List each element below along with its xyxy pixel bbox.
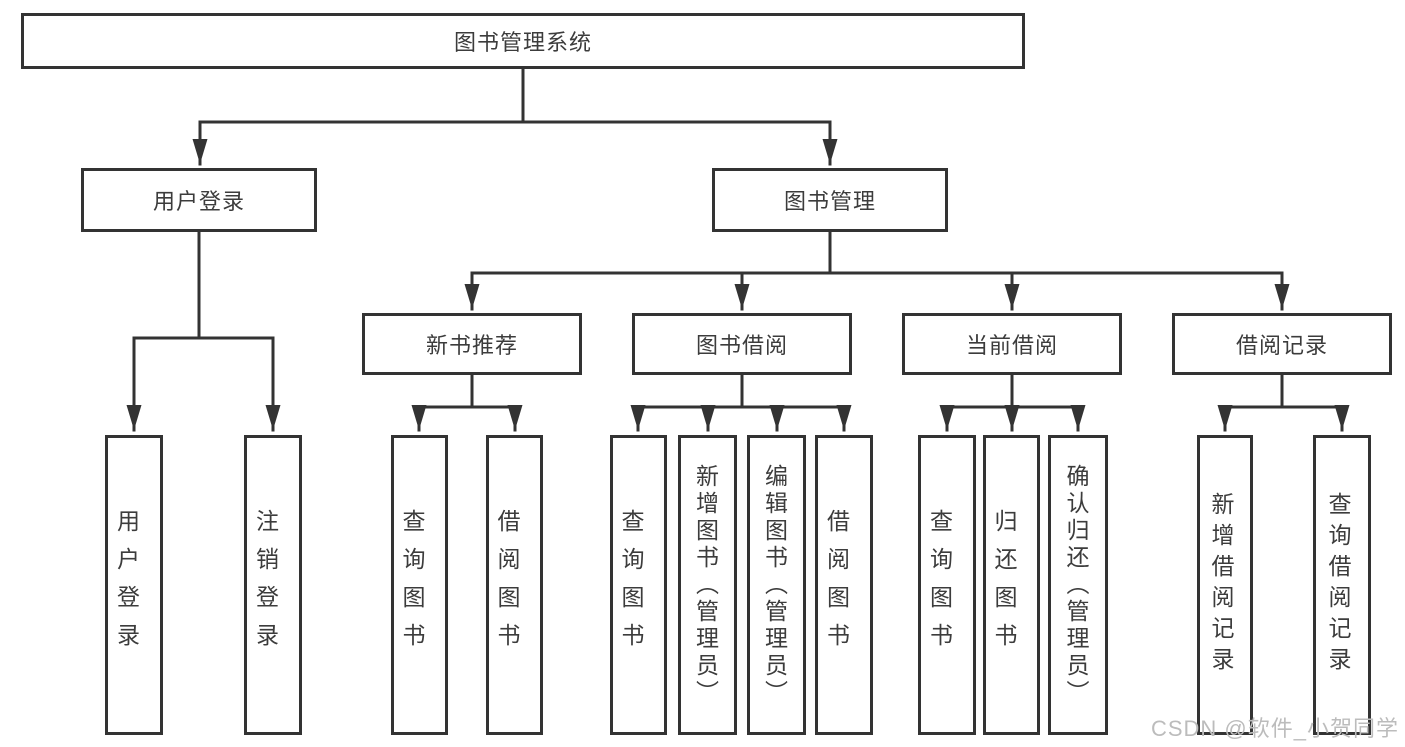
node-book-management-label: 图书管理 — [783, 189, 876, 214]
node-user-login-label: 用户登录 — [152, 189, 245, 214]
leaf-confirm-return-admin-label: 确认归还（管理员） — [1063, 463, 1089, 707]
node-book-borrow-label: 图书借阅 — [695, 333, 788, 358]
leaf-edit-book-admin: 编辑图书（管理员） — [747, 435, 806, 735]
leaf-query-borrow-record-label: 查询借阅记录 — [1325, 492, 1351, 678]
node-user-login: 用户登录 — [81, 168, 317, 232]
leaf-edit-book-admin-label: 编辑图书（管理员） — [761, 463, 788, 707]
leaf-borrow-book: 借阅图书 — [815, 435, 873, 735]
node-book-management: 图书管理 — [712, 168, 948, 232]
leaf-query-book-current: 查询图书 — [918, 435, 976, 735]
leaf-user-login-label: 用户登录 — [113, 509, 140, 661]
leaf-return-book-label: 归还图书 — [991, 509, 1017, 661]
node-root: 图书管理系统 — [21, 13, 1025, 69]
node-borrow-records: 借阅记录 — [1172, 313, 1392, 375]
node-current-borrow-label: 当前借阅 — [965, 333, 1058, 358]
node-root-label: 图书管理系统 — [453, 30, 592, 55]
leaf-query-book-borrow: 查询图书 — [610, 435, 667, 735]
leaf-borrow-book-recommend: 借阅图书 — [486, 435, 543, 735]
leaf-logout-label: 注销登录 — [252, 509, 279, 661]
leaf-user-login: 用户登录 — [105, 435, 163, 735]
leaf-query-book-recommend: 查询图书 — [391, 435, 448, 735]
node-new-book-recommend-label: 新书推荐 — [425, 333, 518, 358]
leaf-add-borrow-record: 新增借阅记录 — [1197, 435, 1253, 735]
leaf-add-borrow-record-label: 新增借阅记录 — [1208, 492, 1234, 678]
csdn-watermark: CSDN @软件_小贺同学 — [1150, 716, 1399, 741]
leaf-return-book: 归还图书 — [983, 435, 1040, 735]
node-book-borrow: 图书借阅 — [632, 313, 852, 375]
node-new-book-recommend: 新书推荐 — [362, 313, 582, 375]
leaf-query-book-current-label: 查询图书 — [926, 509, 953, 661]
leaf-query-book-borrow-label: 查询图书 — [618, 509, 644, 661]
leaf-add-book-admin: 新增图书（管理员） — [678, 435, 737, 735]
leaf-confirm-return-admin: 确认归还（管理员） — [1048, 435, 1108, 735]
leaf-borrow-book-label: 借阅图书 — [823, 509, 850, 661]
node-current-borrow: 当前借阅 — [902, 313, 1122, 375]
leaf-query-book-recommend-label: 查询图书 — [399, 509, 425, 661]
leaf-logout: 注销登录 — [244, 435, 302, 735]
leaf-query-borrow-record: 查询借阅记录 — [1313, 435, 1371, 735]
node-borrow-records-label: 借阅记录 — [1235, 333, 1328, 358]
leaf-add-book-admin-label: 新增图书（管理员） — [692, 463, 719, 707]
leaf-borrow-book-recommend-label: 借阅图书 — [494, 509, 520, 661]
